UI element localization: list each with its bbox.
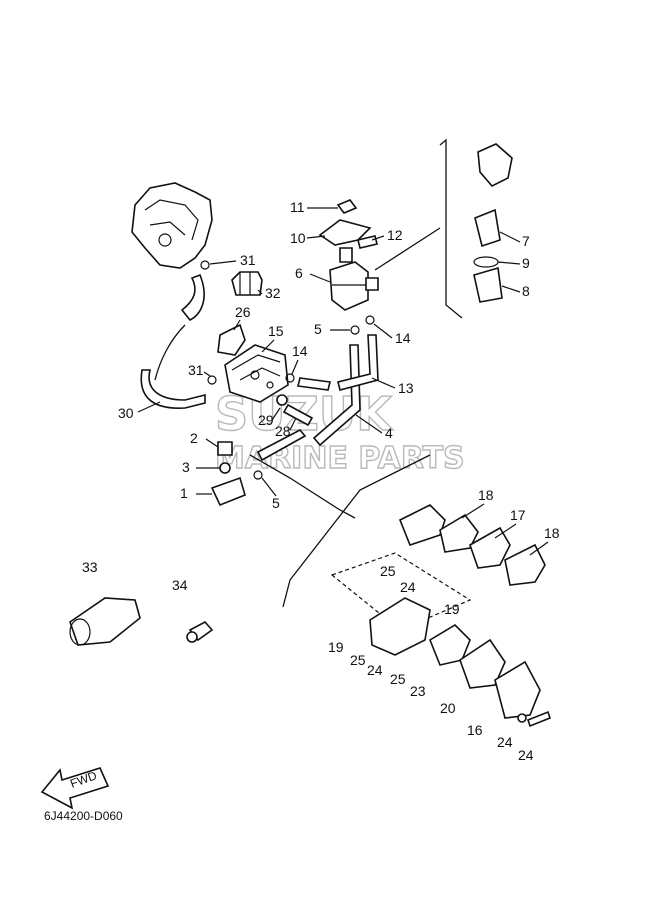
callout-26: 25 [350, 652, 366, 668]
callout-29: 29 [258, 412, 274, 428]
bolt-22 [517, 710, 551, 728]
clip-32 [231, 271, 263, 296]
callout-18a: 18 [478, 487, 494, 503]
pump-gaskets [398, 504, 546, 586]
fuel-pump-15 [224, 344, 289, 403]
callout-18b: 18 [544, 525, 560, 541]
gasket-27 [217, 323, 246, 356]
pump-body-26 [369, 597, 431, 656]
callout-5b: 5 [272, 495, 280, 511]
hose-lower [256, 428, 307, 462]
fuel-filter-6 [329, 247, 379, 311]
callout-25a: 25 [380, 563, 396, 579]
callout-20: 20 [440, 700, 456, 716]
callout-13: 13 [398, 380, 414, 396]
watermark-line2: MARINE PARTS [215, 441, 465, 476]
callout-6: 6 [295, 265, 303, 281]
hose-30 [140, 273, 206, 409]
callout-1: 1 [180, 485, 188, 501]
callout-11: 11 [290, 199, 305, 215]
callout-17: 17 [510, 507, 526, 523]
callout-5a: 5 [314, 321, 322, 337]
callout-24b: 24 [367, 662, 383, 678]
callout-16: 16 [467, 722, 483, 738]
callout-34: 34 [172, 577, 188, 593]
callout-14a: 14 [395, 330, 411, 346]
clip-14-upper [365, 315, 375, 325]
detail-bracket [439, 138, 463, 319]
leader-lines [137, 207, 549, 556]
hose-4 [297, 344, 361, 447]
connector-1 [210, 441, 246, 507]
callout-21: 23 [410, 683, 426, 699]
callout-24a: 24 [400, 579, 416, 595]
callout-33: 33 [82, 559, 98, 575]
clip-5-lower [253, 470, 263, 480]
callout-7: 7 [522, 233, 530, 249]
clip-5-upper [350, 325, 360, 335]
callout-31a: 31 [240, 252, 256, 268]
leader-filter [374, 227, 441, 271]
pump-cover [429, 623, 541, 719]
clip-31-mid [207, 375, 217, 385]
callout-31b: 31 [188, 362, 204, 378]
clip-14-mid [285, 373, 295, 383]
hose-13 [337, 334, 379, 391]
callout-8: 8 [522, 283, 530, 299]
callout-9: 9 [522, 255, 530, 271]
callout-23: 24 [497, 734, 513, 750]
callout-12: 12 [387, 227, 403, 243]
separation-line [282, 454, 431, 608]
callout-19b: 19 [328, 639, 344, 655]
part-34 [186, 620, 214, 643]
clip-ring-31-top [200, 260, 210, 270]
part-33 [69, 597, 141, 646]
engine-block [131, 182, 213, 269]
callout-32: 32 [265, 285, 281, 301]
fwd-arrow: FWD [40, 767, 110, 810]
callout-4: 4 [385, 425, 393, 441]
filter-detail [473, 143, 513, 303]
callout-3: 3 [182, 459, 190, 475]
callout-27: 26 [235, 304, 251, 320]
callout-10: 10 [290, 230, 306, 246]
callout-19a: 19 [444, 601, 460, 617]
watermark: SUZUK MARINE PARTS [214, 386, 465, 476]
bracket-10 [318, 199, 378, 249]
detail-frame [330, 552, 472, 631]
callout-30: 30 [118, 405, 134, 421]
callout-28: 28 [275, 423, 291, 439]
callout-2: 2 [190, 430, 198, 446]
callouts: 11 10 12 6 5 14 31 32 26 15 14 31 13 30 … [82, 199, 560, 763]
callout-22: 24 [518, 747, 534, 763]
callout-15: 15 [268, 323, 284, 339]
fuel-line [249, 454, 356, 519]
callout-25b: 25 [390, 671, 406, 687]
bolt-28 [276, 394, 314, 427]
diagram-code: 6J44200-D060 [44, 809, 123, 823]
callout-14b: 14 [292, 343, 308, 359]
